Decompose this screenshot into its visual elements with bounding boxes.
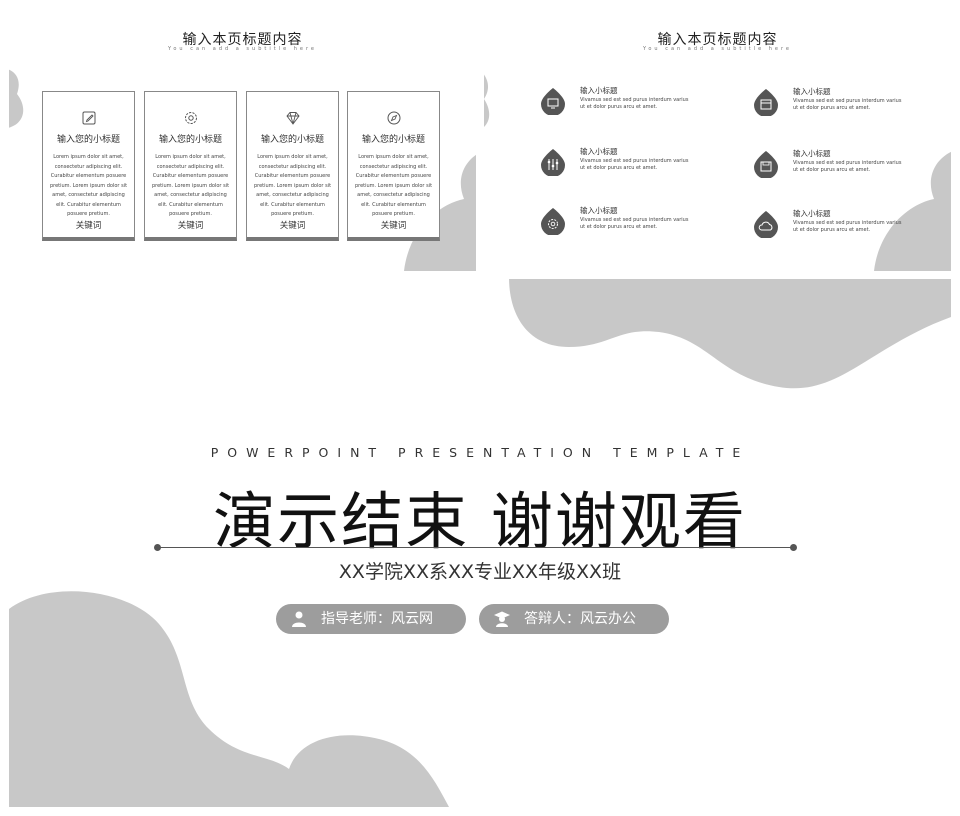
feature-card[interactable]: 输入您的小标题 Lorem ipsum dolor sit amet, cons… [246,91,339,241]
card-keyword: 关键词 [380,221,407,231]
edit-icon [82,111,96,125]
list-item[interactable]: 输入小标题 Vivamus sed est sed purus interdum… [752,206,942,246]
divider-rule [157,547,793,548]
list-item[interactable]: 输入小标题 Vivamus sed est sed purus interdum… [539,203,729,243]
slide-cards-preview[interactable]: 输入本页标题内容 You can add a subtitle here 输入您… [9,9,476,271]
item-body: Vivamus sed est sed purus interdum variu… [580,97,689,110]
card-body: Lorem ipsum dolor sit amet, consectetur … [151,154,230,217]
class-info: XX学院XX系XX专业XX年级XX班 [338,561,622,583]
slide-title: 输入本页标题内容 [182,32,303,48]
slide-subtitle: You can add a subtitle here [642,46,792,52]
defender-badge: 答辩人：风云办公 [479,604,669,634]
card-keyword: 关键词 [75,221,102,231]
decor-blob [874,152,951,271]
gear-icon [541,208,565,235]
feature-card[interactable]: 输入您的小标题 Lorem ipsum dolor sit amet, cons… [347,91,440,241]
card-title: 输入您的小标题 [361,135,425,145]
card-title: 输入您的小标题 [56,135,120,145]
advisor-badge: 指导老师：风云网 [276,604,466,634]
sliders-icon [541,149,565,176]
item-body: Vivamus sed est sed purus interdum variu… [580,158,689,171]
card-title: 输入您的小标题 [158,135,222,145]
decor-blob [484,74,490,127]
teacher-icon [292,611,306,627]
save-icon [754,151,778,178]
item-body: Vivamus sed est sed purus interdum variu… [580,217,689,230]
decor-blob [9,591,449,807]
calendar-icon [754,89,778,116]
decor-blob [9,69,24,128]
main-title: 演示结束 谢谢观看 [213,485,747,558]
english-title: POWERPOINT PRESENTATION TEMPLATE [210,445,750,460]
defender-label: 答辩人：风云办公 [524,611,636,627]
slide-list-preview[interactable]: 输入本页标题内容 You can add a subtitle here 输入小… [484,9,951,271]
decor-blob [509,279,951,389]
list-item[interactable]: 输入小标题 Vivamus sed est sed purus interdum… [752,84,942,124]
slide-closing[interactable]: POWERPOINT PRESENTATION TEMPLATE 演示结束 谢谢… [9,279,951,807]
card-body: Lorem ipsum dolor sit amet, consectetur … [49,154,128,217]
item-body: Vivamus sed est sed purus interdum variu… [793,220,902,233]
list-item[interactable]: 输入小标题 Vivamus sed est sed purus interdum… [539,144,729,184]
item-title: 输入小标题 [580,86,618,95]
item-body: Vivamus sed est sed purus interdum variu… [793,98,902,111]
item-title: 输入小标题 [580,147,618,156]
advisor-label: 指导老师：风云网 [321,611,433,627]
item-body: Vivamus sed est sed purus interdum variu… [793,160,902,173]
slide-subtitle: You can add a subtitle here [167,46,317,52]
cloud-icon [754,211,778,238]
feature-card[interactable]: 输入您的小标题 Lorem ipsum dolor sit amet, cons… [144,91,237,241]
gear-icon [185,112,197,124]
item-title: 输入小标题 [793,87,831,96]
item-title: 输入小标题 [793,149,831,158]
compass-icon [387,111,401,125]
monitor-icon [541,88,565,115]
item-title: 输入小标题 [580,206,618,215]
rule-end-dot [790,544,797,551]
card-keyword: 关键词 [279,221,306,231]
list-item[interactable]: 输入小标题 Vivamus sed est sed purus interdum… [752,146,942,186]
graduate-icon [494,611,510,627]
list-item[interactable]: 输入小标题 Vivamus sed est sed purus interdum… [539,83,729,123]
card-body: Lorem ipsum dolor sit amet, consectetur … [253,154,332,217]
card-body: Lorem ipsum dolor sit amet, consectetur … [354,154,433,217]
card-title: 输入您的小标题 [260,135,324,145]
slide-title: 输入本页标题内容 [657,32,778,48]
decor-blob [404,154,476,271]
item-title: 输入小标题 [793,209,831,218]
card-keyword: 关键词 [177,221,204,231]
feature-card[interactable]: 输入您的小标题 Lorem ipsum dolor sit amet, cons… [42,91,135,241]
diamond-icon [286,112,300,125]
